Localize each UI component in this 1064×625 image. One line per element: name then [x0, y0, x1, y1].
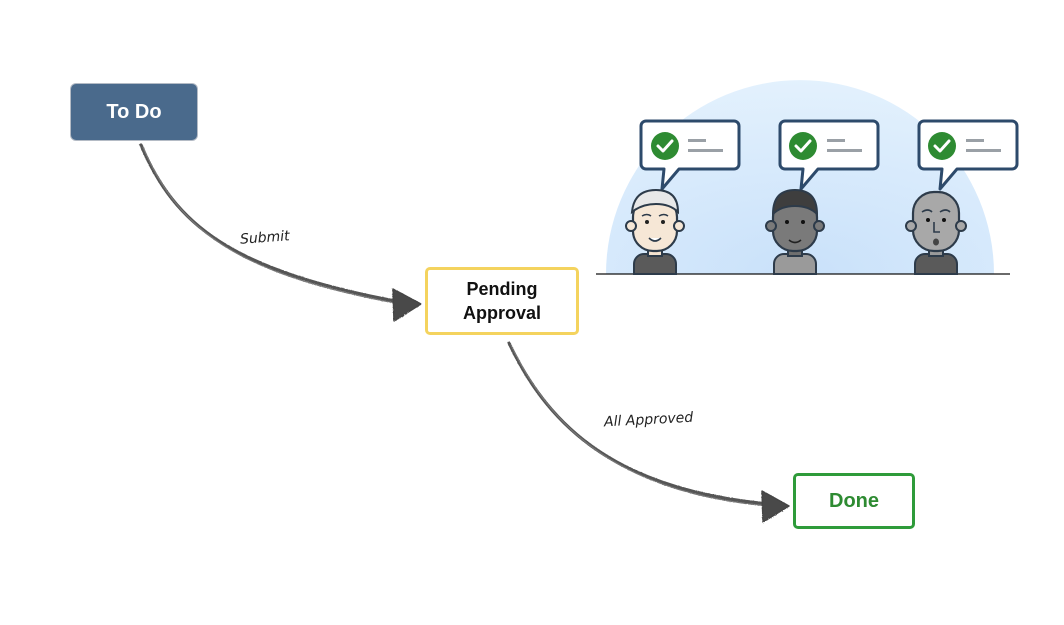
person-avatar: [765, 188, 825, 275]
bubble-text-line: [827, 149, 862, 152]
node-done: Done: [793, 473, 915, 529]
approver-2: [765, 119, 880, 275]
node-pending-approval-line1: Pending: [466, 279, 538, 299]
bubble-text-line: [688, 139, 706, 142]
node-pending-approval-line2: Approval: [462, 303, 541, 323]
bubble-text-line: [688, 149, 723, 152]
node-to-do-label: To Do: [106, 100, 162, 123]
approver-1: [625, 119, 741, 275]
person-avatar: [905, 190, 967, 275]
arrow-all-approved: [507, 341, 790, 523]
person-avatar: [625, 188, 685, 275]
arrowhead: [392, 288, 422, 322]
approver-2-speech-bubble: [778, 119, 880, 191]
approver-3: [905, 119, 1019, 275]
approver-3-speech-bubble: [917, 119, 1019, 191]
check-circle-icon: [789, 132, 817, 160]
bubble-text-line: [966, 139, 984, 142]
check-circle-icon: [651, 132, 679, 160]
bubble-text-line: [966, 149, 1001, 152]
arrow-submit: [139, 143, 422, 322]
node-pending-approval: Pending Approval: [425, 267, 579, 335]
node-to-do: To Do: [71, 84, 197, 140]
approver-1-speech-bubble: [639, 119, 741, 191]
check-circle-icon: [928, 132, 956, 160]
node-done-label: Done: [829, 489, 879, 512]
arrowhead: [761, 490, 790, 523]
bubble-text-line: [827, 139, 845, 142]
approvers-panel: [596, 80, 1019, 275]
